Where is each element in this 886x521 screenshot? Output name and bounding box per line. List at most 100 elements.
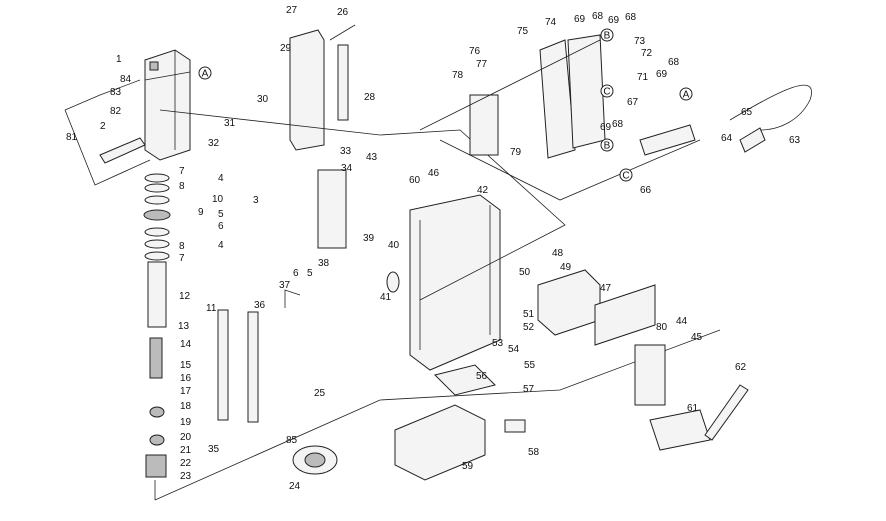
part-label-36: 36: [254, 300, 266, 311]
connector-letter: C: [622, 171, 629, 182]
part-label-17: 17: [180, 386, 192, 397]
connector-B: B: [600, 28, 614, 42]
part-label-19: 19: [180, 417, 192, 428]
part-label-8: 8: [179, 241, 185, 252]
part-label-65: 65: [741, 107, 753, 118]
part-label-4: 4: [218, 173, 224, 184]
part-label-73: 73: [634, 36, 646, 47]
drill-motor: [64, 49, 191, 186]
part-label-82: 82: [110, 106, 122, 117]
part-label-3: 3: [253, 195, 259, 206]
part-label-58: 58: [528, 447, 540, 458]
part-label-71: 71: [637, 72, 649, 83]
part-label-84: 84: [120, 74, 132, 85]
part-label-29: 29: [280, 43, 292, 54]
part-label-47: 47: [600, 283, 612, 294]
part-label-69: 69: [574, 14, 586, 25]
part-label-48: 48: [552, 248, 564, 259]
part-label-30: 30: [257, 94, 269, 105]
part-label-8: 8: [179, 181, 185, 192]
part-label-5: 5: [307, 268, 313, 279]
part-label-20: 20: [180, 432, 192, 443]
part-label-54: 54: [508, 344, 520, 355]
part-label-33: 33: [340, 146, 352, 157]
connector-circle: [619, 168, 633, 182]
part-label-62: 62: [735, 362, 747, 373]
part-label-23: 23: [180, 471, 192, 482]
part-label-15: 15: [180, 360, 192, 371]
part-label-35: 35: [208, 444, 220, 455]
part-label-4: 4: [218, 240, 224, 251]
part-label-42: 42: [477, 185, 489, 196]
part-label-44: 44: [676, 316, 688, 327]
part-label-75: 75: [517, 26, 529, 37]
part-label-41: 41: [380, 292, 392, 303]
part-label-57: 57: [523, 384, 535, 395]
part-label-40: 40: [388, 240, 400, 251]
tank-and-cover: [537, 269, 749, 451]
part-label-31: 31: [224, 118, 236, 129]
part-label-21: 21: [180, 445, 192, 456]
connector-letter: B: [604, 31, 611, 42]
part-label-12: 12: [179, 291, 191, 302]
connector-C: C: [619, 168, 633, 182]
connector-B: B: [600, 138, 614, 152]
part-label-6: 6: [218, 221, 224, 232]
part-label-60: 60: [409, 175, 421, 186]
part-label-7: 7: [179, 253, 185, 264]
connector-circle: [679, 87, 693, 101]
part-label-2: 2: [100, 121, 106, 132]
part-label-1: 1: [116, 54, 122, 65]
part-label-69: 69: [600, 122, 612, 133]
part-label-51: 51: [523, 309, 535, 320]
switch-box: [419, 34, 812, 201]
connector-letter: C: [603, 87, 610, 98]
connector-C: C: [600, 84, 614, 98]
part-label-63: 63: [789, 135, 801, 146]
part-label-56: 56: [476, 371, 488, 382]
part-label-37: 37: [279, 280, 291, 291]
base-magnet: [292, 364, 526, 481]
slide-plate: [289, 24, 356, 249]
part-label-38: 38: [318, 258, 330, 269]
connector-A: A: [679, 87, 693, 101]
part-label-55: 55: [524, 360, 536, 371]
part-label-68: 68: [668, 57, 680, 68]
part-label-85: 85: [286, 435, 298, 446]
part-label-16: 16: [180, 373, 192, 384]
part-label-6: 6: [293, 268, 299, 279]
part-label-78: 78: [452, 70, 464, 81]
part-label-25: 25: [314, 388, 326, 399]
connector-circle: [600, 28, 614, 42]
part-label-22: 22: [180, 458, 192, 469]
part-label-43: 43: [366, 152, 378, 163]
part-label-69: 69: [656, 69, 668, 80]
part-label-53: 53: [492, 338, 504, 349]
connector-circle: [600, 138, 614, 152]
connector-letter: A: [683, 90, 690, 101]
part-label-77: 77: [476, 59, 488, 70]
part-label-13: 13: [178, 321, 190, 332]
part-label-68: 68: [612, 119, 624, 130]
part-label-76: 76: [469, 46, 481, 57]
part-label-27: 27: [286, 5, 298, 16]
part-label-74: 74: [545, 17, 557, 28]
connector-circle: [198, 66, 212, 80]
part-label-32: 32: [208, 138, 220, 149]
part-label-5: 5: [218, 209, 224, 220]
part-label-64: 64: [721, 133, 733, 144]
connector-circle: [600, 84, 614, 98]
part-label-18: 18: [180, 401, 192, 412]
part-label-52: 52: [523, 322, 535, 333]
part-label-66: 66: [640, 185, 652, 196]
part-label-28: 28: [364, 92, 376, 103]
part-label-14: 14: [180, 339, 192, 350]
connector-letter: B: [604, 141, 611, 152]
part-label-80: 80: [656, 322, 668, 333]
part-label-11: 11: [206, 303, 217, 314]
part-label-9: 9: [198, 207, 204, 218]
